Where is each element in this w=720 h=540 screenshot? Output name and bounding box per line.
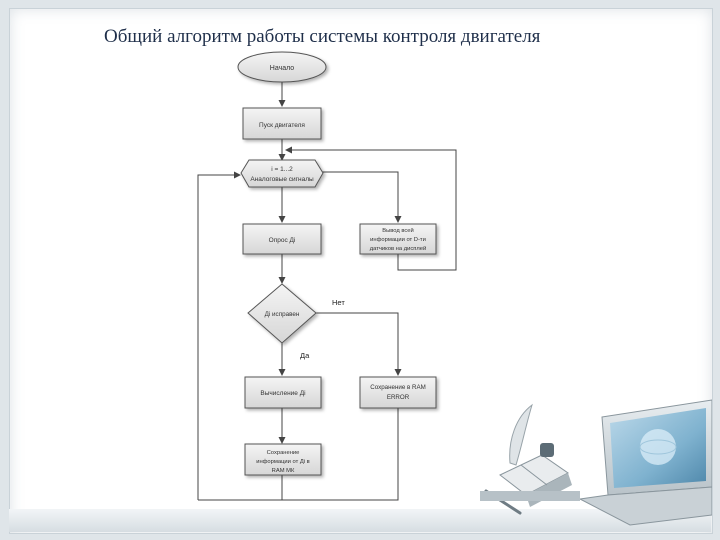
decision-diamond [247,283,317,344]
output-line1: Вывод всей [382,227,414,234]
poll-box [242,223,322,255]
laptop-base [578,486,712,526]
output-box [359,223,437,255]
line-bottom-return [198,408,399,501]
start-label: Начало [270,65,294,72]
arrow-output-return [285,146,457,271]
quill-icon [509,403,533,466]
compute-label: Вычисление Дi [260,390,305,397]
shelf [480,491,580,501]
connectors [197,82,457,501]
loop-header-shape [240,159,324,188]
save-line3: RAM МК [272,468,295,474]
poll-label: Опрос Дi [269,237,296,244]
arrow-loop-back [197,171,241,500]
loop-header-line1: i = 1...2 [271,166,293,173]
save-line2: информации от Дi в [256,459,310,465]
globe-icon [640,429,676,465]
arrow-no-to-error [316,312,402,376]
decision-label: Дi исправен [265,311,300,318]
slide-bottom-strip [9,509,711,532]
error-line1: Сохранение в RAM [370,384,425,391]
inkwell-icon [540,443,554,457]
launch-label: Пуск двигателя [259,122,305,129]
save-line1: Сохранение [267,450,300,456]
slide-title: Общий алгоритм работы системы контроля д… [104,26,541,47]
output-line2: информации от D-ти [370,237,426,243]
branch-yes-label: Да [300,351,310,360]
branch-no-label: Нет [332,298,345,307]
slide-frame [9,8,713,534]
launch-box [242,107,322,140]
output-line3: датчиков на дисплей [370,245,426,252]
loop-header-line2: Аналоговые сигналы [250,176,314,183]
laptop-book-illustration [480,399,712,526]
save-box [244,443,322,476]
compute-box [244,376,322,409]
start-terminator [237,51,327,83]
error-box [359,376,437,409]
error-line2: ERROR [387,394,410,401]
